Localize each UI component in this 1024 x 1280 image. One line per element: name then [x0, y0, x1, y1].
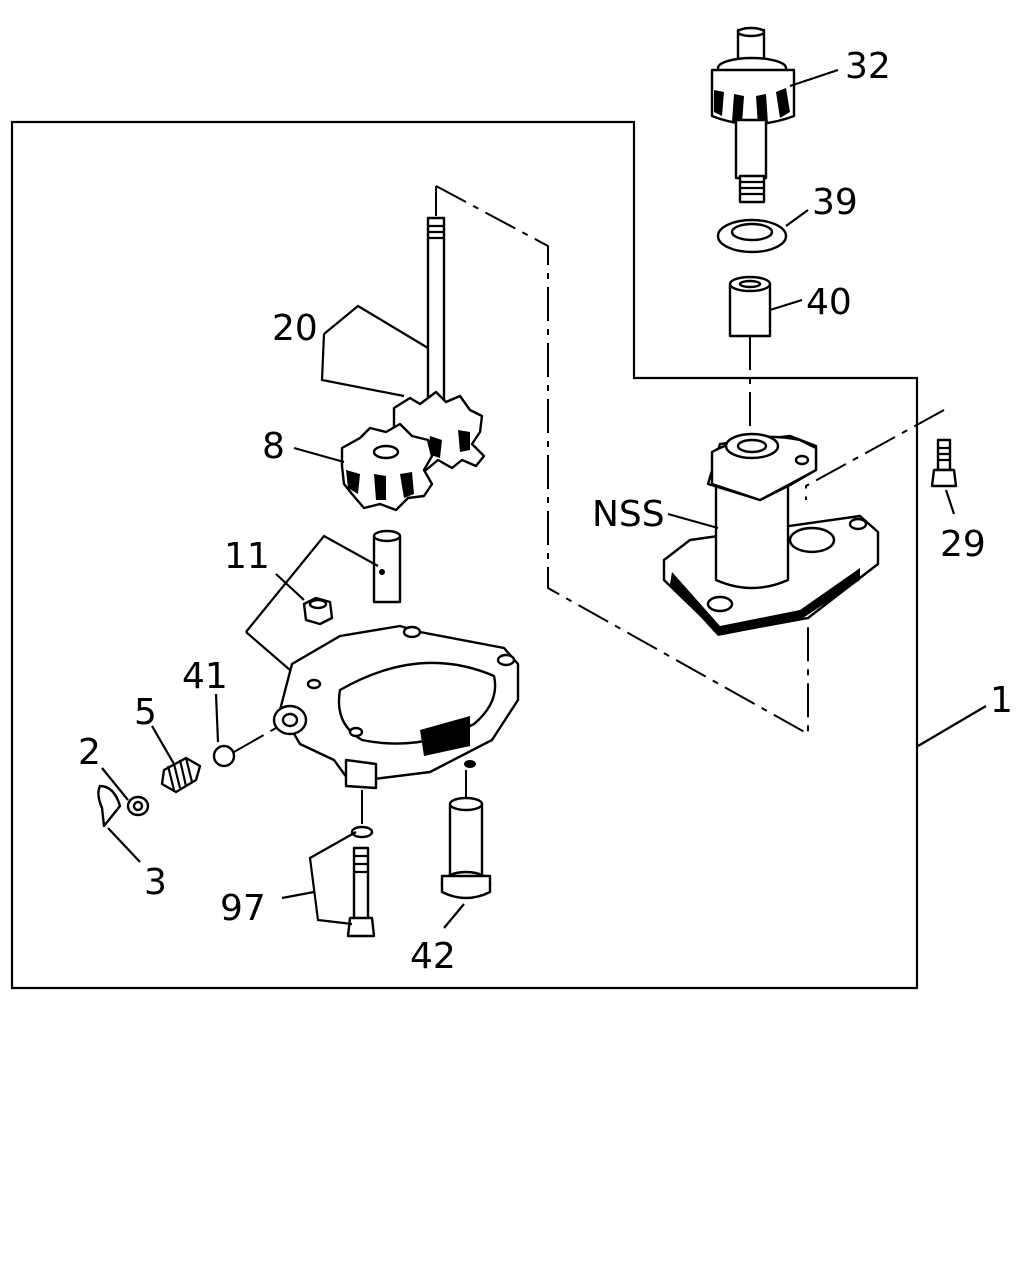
leader-11 [245, 534, 379, 671]
label-32: 32 [845, 46, 891, 87]
part-2-washer [126, 795, 150, 817]
label-29: 29 [940, 524, 986, 565]
assembly-outline [10, 120, 919, 990]
leader-32 [789, 68, 839, 88]
leader-1 [917, 705, 987, 747]
label-1: 1 [990, 680, 1013, 721]
label-8: 8 [262, 426, 285, 467]
label-2: 2 [78, 732, 101, 773]
part-41-ball [212, 744, 236, 768]
label-41: 41 [182, 656, 228, 697]
leader-20 [320, 304, 429, 398]
label-40: 40 [806, 282, 852, 323]
axis-shaft-to-body [435, 185, 809, 736]
part-5-spring [160, 756, 202, 794]
leader-29 [944, 489, 956, 515]
leader-39 [785, 209, 809, 227]
leader-3 [107, 827, 141, 863]
leader-5 [151, 725, 175, 765]
part-3-cotter-pin [97, 784, 122, 828]
leader-8 [293, 446, 345, 464]
leader-2 [101, 767, 129, 801]
part-42-flanged-sleeve [440, 796, 492, 900]
leader-42 [443, 903, 465, 929]
axis-29-to-housing [805, 409, 945, 500]
leader-40 [769, 298, 803, 312]
label-39: 39 [812, 182, 858, 223]
part-nss-pump-housing [662, 432, 880, 636]
label-5: 5 [134, 692, 157, 733]
label-97: 97 [220, 888, 266, 929]
leader-41 [214, 693, 220, 743]
axis-ball-to-body [233, 727, 277, 753]
pump-body [272, 624, 520, 790]
label-11: 11 [224, 536, 270, 577]
part-29-bolt [930, 438, 958, 488]
part-11-pin [372, 529, 402, 604]
label-nss: NSS [592, 494, 665, 535]
part-97-bolt [346, 825, 376, 938]
part-8-idler-gear [340, 422, 434, 512]
part-40-bushing [728, 275, 772, 338]
label-20: 20 [272, 308, 318, 349]
part-11-nut [302, 596, 334, 626]
part-39-washer [716, 218, 788, 254]
leader-nss [667, 512, 719, 530]
part-32-drive-gear [710, 26, 796, 204]
label-3: 3 [144, 862, 167, 903]
label-42: 42 [410, 936, 456, 977]
leader-97 [281, 831, 357, 926]
